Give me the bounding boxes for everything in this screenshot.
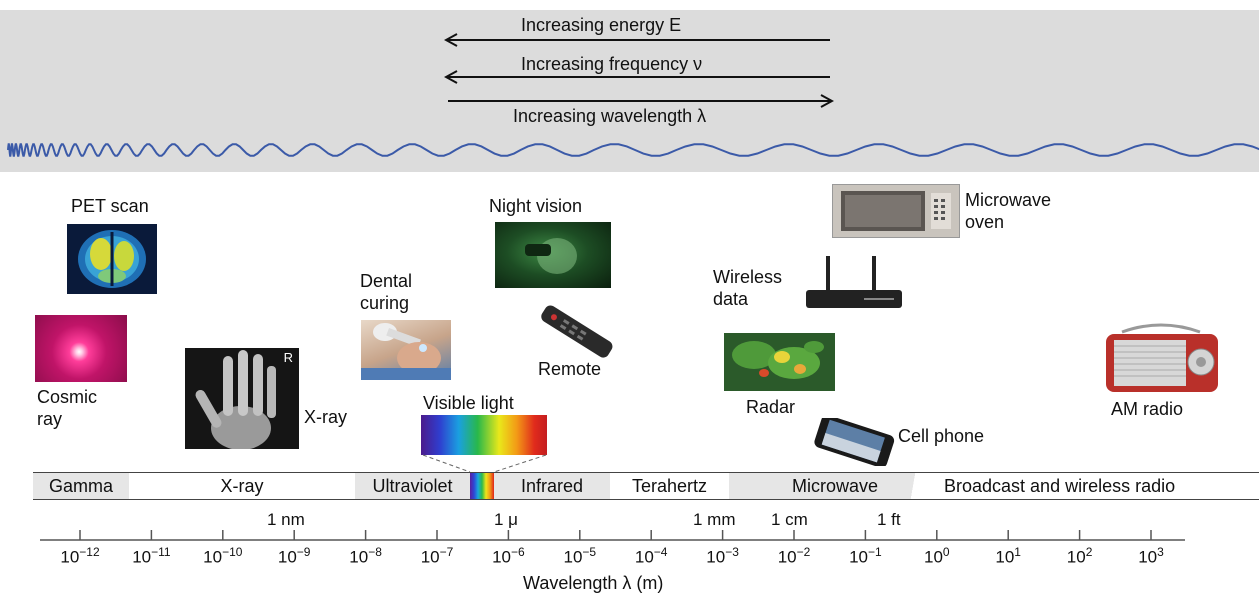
cell-phone-image [810, 418, 896, 466]
night-vision-label: Night vision [489, 196, 583, 216]
radar-label: Radar [746, 397, 796, 417]
axis-tick-label: 101 [995, 545, 1021, 567]
dental-label-line1: Dental [360, 271, 413, 291]
header-graphics [7, 0, 1259, 157]
wireless-data-label-line1: Wireless [713, 267, 783, 287]
unit-cm: 1 cm [771, 510, 808, 529]
band-microwave: Microwave [729, 473, 941, 499]
wavelength-axis [40, 530, 1185, 541]
axis-tick-label: 10−9 [277, 545, 311, 567]
axis-tick-label: 100 [923, 545, 950, 567]
band-bar: Gamma X-ray Ultraviolet Infrared Teraher… [33, 472, 1259, 500]
band-xray: X-ray [129, 473, 355, 499]
wavelength-label: Increasing wavelength λ [513, 106, 707, 126]
unit-micro: 1 μ [494, 510, 518, 529]
visible-light-label: Visible light [423, 393, 514, 413]
axis-tick-label: 10−3 [706, 545, 739, 567]
band-terahertz: Terahertz [610, 473, 729, 499]
unit-nm: 1 nm [267, 510, 305, 529]
axis-tick-label: 102 [1066, 545, 1093, 567]
axis-tick-label: 10−5 [563, 545, 597, 567]
cosmic-ray-image [35, 315, 127, 382]
unit-mm: 1 mm [693, 510, 736, 529]
axis-tick-label: 10−6 [492, 545, 525, 567]
microwave-oven-label-line1: Microwave [965, 190, 1052, 210]
band-gamma: Gamma [33, 473, 129, 499]
axis-tick-label: 10−12 [60, 545, 100, 567]
axis-tick-label: 10−8 [349, 545, 382, 567]
axis-title: Wavelength λ (m) [523, 573, 664, 593]
pet-scan-label: PET scan [71, 196, 149, 216]
wireless-data-label-line2: data [713, 289, 749, 309]
dental-curing-image [361, 320, 451, 380]
axis-tick-label: 10−7 [420, 545, 454, 567]
remote-label: Remote [538, 359, 602, 379]
pet-scan-image [67, 224, 157, 294]
remote-image [534, 302, 618, 360]
xray-label: X-ray [304, 407, 348, 427]
band-broadcast: Broadcast and wireless radio [941, 473, 1259, 499]
axis-tick-label: 10−4 [634, 545, 668, 567]
band-ultraviolet: Ultraviolet [355, 473, 470, 499]
band-visible [470, 473, 494, 499]
night-vision-image [495, 222, 611, 288]
dental-label-line2: curing [360, 293, 410, 313]
axis-tick-label: 103 [1138, 545, 1164, 567]
axis-tick-label: 10−2 [777, 545, 811, 567]
microwave-oven-image [832, 184, 960, 238]
microwave-oven-label-line2: oven [965, 212, 1005, 232]
am-radio-image [1102, 322, 1220, 396]
em-wave [7, 143, 1259, 157]
unit-ft: 1 ft [877, 510, 901, 529]
visible-zoom-lines [422, 454, 547, 473]
axis-tick-label: 10−1 [849, 545, 882, 567]
xray-hand-image: R [185, 348, 299, 449]
xray-marker: R [283, 350, 293, 365]
cosmic-ray-label-line1: Cosmic [37, 387, 98, 407]
frequency-label: Increasing frequency ν [521, 54, 703, 74]
radar-image [724, 333, 835, 391]
energy-label: Increasing energy E [521, 15, 682, 35]
axis-ticks [79, 530, 1152, 540]
axis-tick-label: 10−10 [203, 545, 243, 567]
router-image [804, 254, 904, 312]
cell-phone-label: Cell phone [898, 426, 985, 446]
visible-spectrum-swatch [421, 415, 547, 455]
am-radio-label: AM radio [1111, 399, 1184, 419]
band-infrared: Infrared [494, 473, 610, 499]
axis-tick-label: 10−11 [132, 545, 171, 567]
cosmic-ray-label-line2: ray [37, 409, 63, 429]
